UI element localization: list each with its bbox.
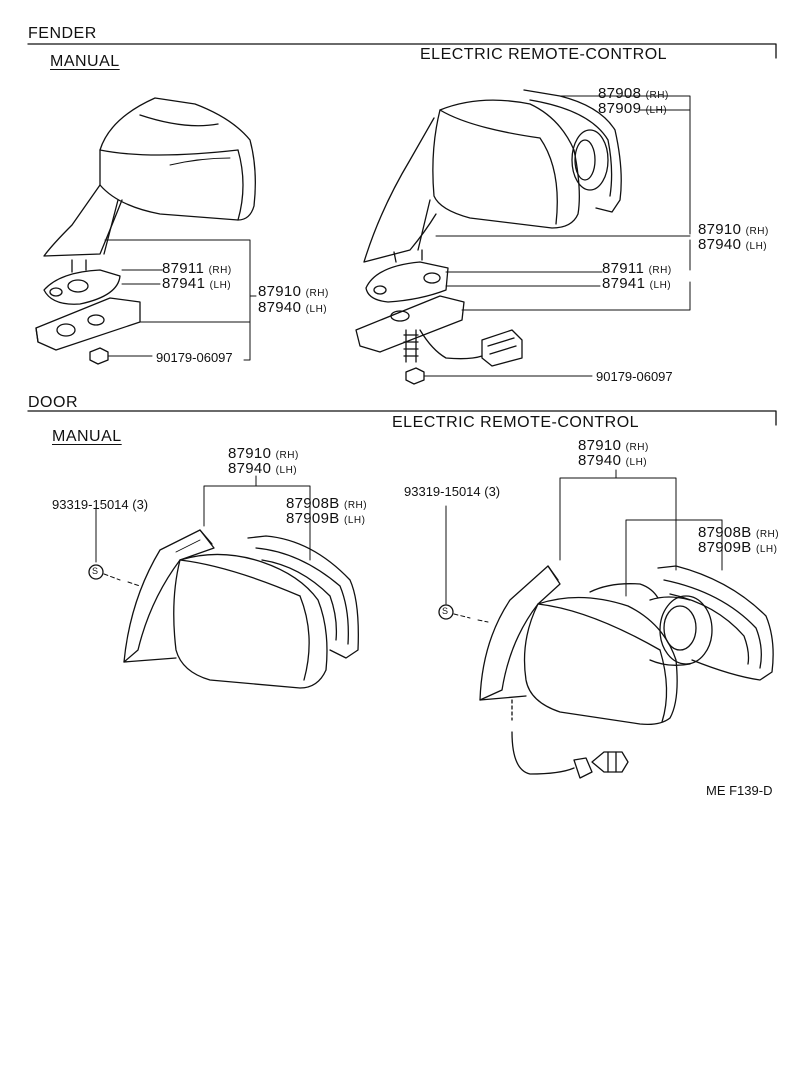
- fender-electric-leaders: [424, 96, 690, 376]
- door-section-title: DOOR: [28, 394, 78, 411]
- door-electric-part-87940: 87940 (LH): [578, 452, 648, 469]
- fender-electric-part-87941: 87941 (LH): [602, 275, 672, 292]
- fender-manual-part-87941: 87941 (LH): [162, 275, 232, 292]
- door-electric-part-87910: 87910 (RH): [578, 437, 649, 454]
- door-manual-mirror: [124, 530, 358, 688]
- door-manual-part-87940: 87940 (LH): [228, 460, 298, 477]
- door-electric-screw-part: 93319-15014 (3): [404, 484, 501, 499]
- fender-manual-nut-part: 90179-06097: [156, 350, 233, 365]
- fender-manual-title: MANUAL: [50, 53, 120, 70]
- door-electric-leaders: [446, 470, 722, 622]
- door-manual-part-87909b: 87909B (LH): [286, 510, 366, 527]
- fender-manual-leaders: [105, 240, 256, 360]
- fender-manual-part-87910: 87910 (RH): [258, 283, 329, 300]
- fender-manual-part-87940: 87940 (LH): [258, 299, 328, 316]
- fender-electric-nut-part: 90179-06097: [596, 369, 673, 384]
- fender-frame: [28, 44, 776, 58]
- fender-electric-part-87909: 87909 (LH): [598, 100, 668, 117]
- door-manual-screw-letter: S: [92, 566, 99, 576]
- door-electric-part-87908b: 87908B (RH): [698, 524, 780, 541]
- fender-electric-mirror: [356, 90, 621, 384]
- door-electric-screw-letter: S: [442, 606, 449, 616]
- door-electric-title: ELECTRIC REMOTE-CONTROL: [392, 414, 640, 431]
- fender-electric-part-87940: 87940 (LH): [698, 236, 768, 253]
- door-frame: [28, 411, 776, 425]
- fender-manual-part-87911: 87911 (RH): [162, 260, 232, 277]
- fender-electric-part-87911: 87911 (RH): [602, 260, 672, 277]
- door-electric-screw-symbol: [439, 605, 453, 619]
- door-manual-part-87908b: 87908B (RH): [286, 495, 368, 512]
- door-manual-part-87910: 87910 (RH): [228, 445, 299, 462]
- fender-manual-mirror: [36, 98, 255, 364]
- fender-section-title: FENDER: [28, 25, 97, 42]
- fender-electric-part-87908: 87908 (RH): [598, 85, 669, 102]
- fender-electric-part-87910: 87910 (RH): [698, 221, 769, 238]
- door-electric-mirror: [480, 566, 773, 778]
- door-electric-part-87909b: 87909B (LH): [698, 539, 778, 556]
- door-manual-title: MANUAL: [52, 428, 122, 445]
- fender-electric-title: ELECTRIC REMOTE-CONTROL: [420, 46, 668, 63]
- figure-code: ME F139-D: [706, 783, 773, 798]
- door-manual-screw-part: 93319-15014 (3): [52, 497, 149, 512]
- door-manual-screw-symbol: [89, 565, 103, 579]
- door-manual-leaders: [96, 476, 310, 586]
